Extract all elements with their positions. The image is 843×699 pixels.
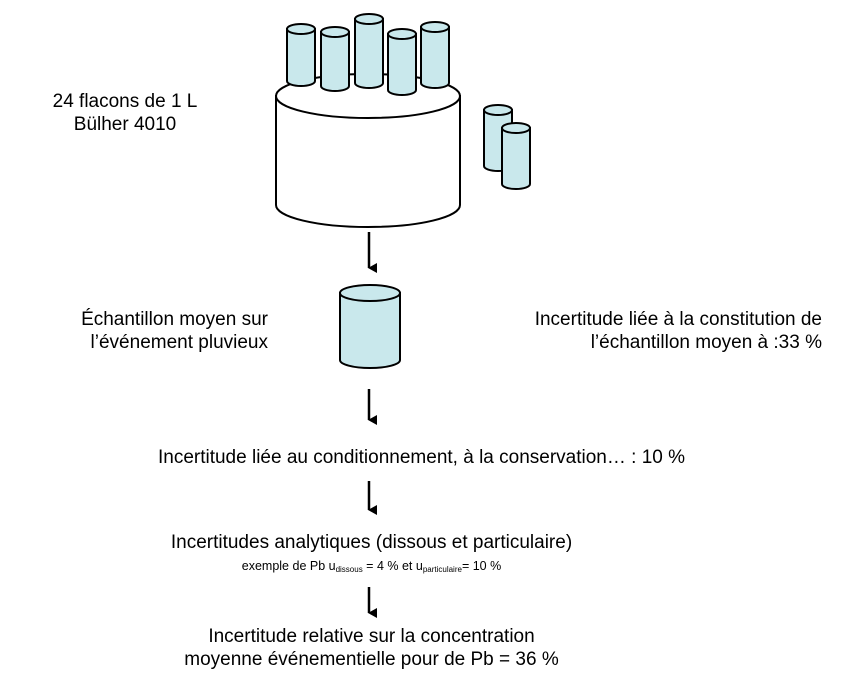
bottle-icon [354, 13, 384, 89]
sampler-label-line1: 24 flacons de 1 L [52, 91, 198, 112]
bottle-group-top [286, 13, 450, 96]
analytical-uncertainty-example: exemple de Pb udissous = 4 % et uparticu… [0, 558, 743, 578]
example-mid: = 4 % et u [362, 559, 423, 573]
result-line2: moyenne événementielle pour de Pb = 36 % [184, 649, 559, 670]
bottle-icon [387, 28, 417, 96]
sub-particulaire: particulaire [422, 565, 462, 574]
average-sample-label: Échantillon moyen sur l’événement pluvie… [0, 308, 268, 354]
result-line1: Incertitude relative sur la concentratio… [208, 626, 535, 647]
bottle-icon [501, 122, 531, 190]
constitution-uncertainty-line2: l’échantillon moyen à :33 % [590, 332, 822, 353]
bottle-group-side [483, 104, 531, 190]
sampler-icon [275, 73, 461, 228]
bottle-icon [420, 21, 450, 89]
analytical-uncertainty-title: Incertitudes analytiques (dissous et par… [170, 532, 573, 553]
sampler-label-line2: Bülher 4010 [73, 114, 177, 135]
constitution-uncertainty: Incertitude liée à la constitution de l’… [420, 308, 822, 354]
bottle-icon [320, 26, 350, 92]
bottle-icon [286, 23, 316, 87]
example-suffix: = 10 % [461, 559, 502, 573]
average-sample-icon [339, 284, 401, 369]
relative-uncertainty-result: Incertitude relative sur la concentratio… [0, 625, 743, 671]
sampler-label: 24 flacons de 1 L Bülher 4010 [20, 90, 230, 136]
sub-dissous: dissous [335, 565, 363, 574]
example-prefix: exemple de Pb u [241, 559, 336, 573]
constitution-uncertainty-line1: Incertitude liée à la constitution de [534, 309, 822, 330]
average-sample-label-line2: l’événement pluvieux [90, 332, 268, 353]
conditioning-uncertainty: Incertitude liée au conditionnement, à l… [157, 447, 686, 468]
average-sample-label-line1: Échantillon moyen sur [81, 309, 268, 330]
